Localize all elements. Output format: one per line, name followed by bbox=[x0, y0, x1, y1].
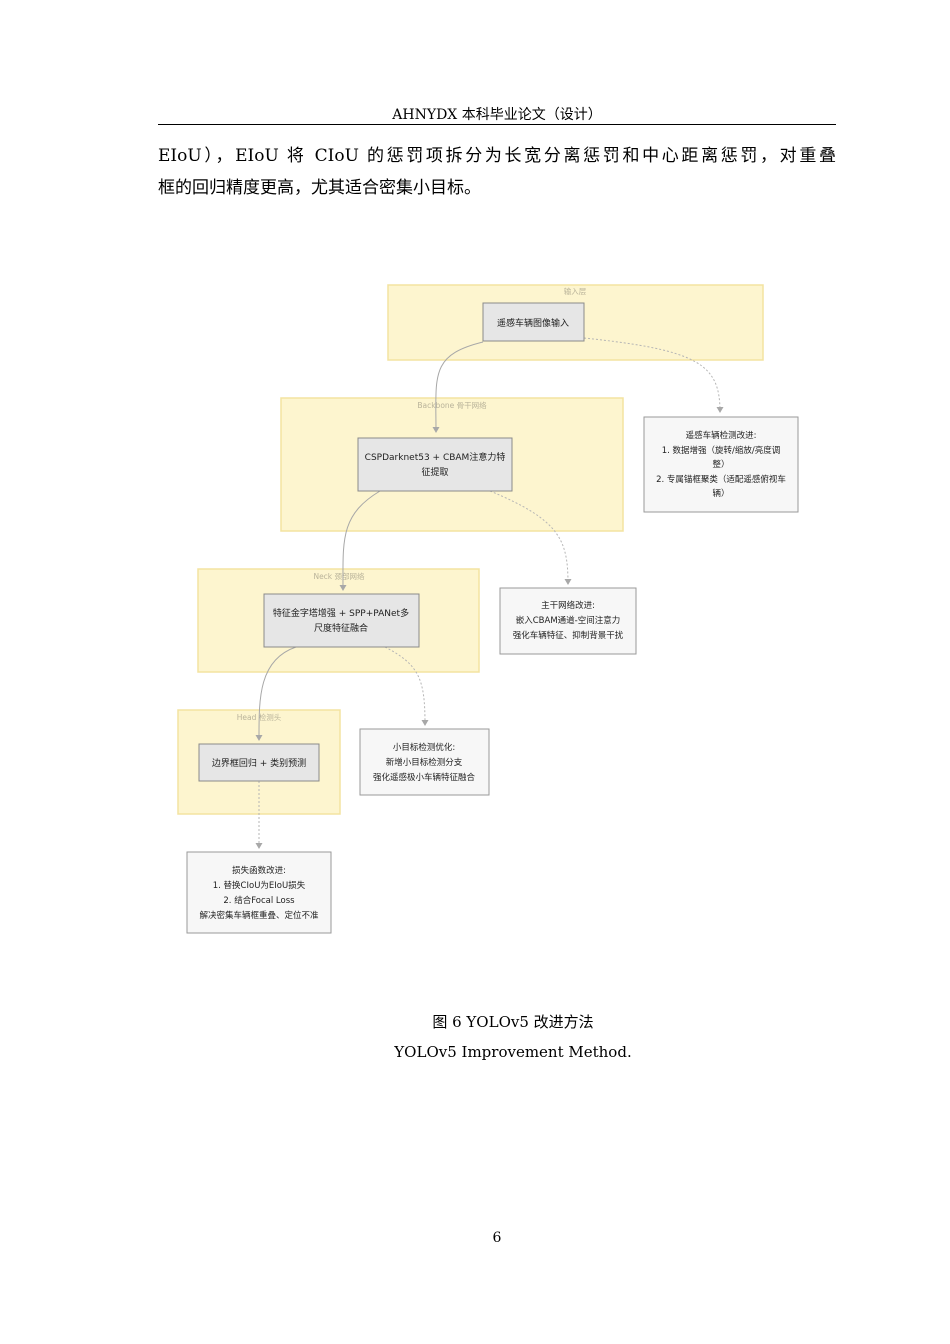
annotation-line: 整） bbox=[712, 459, 729, 470]
figure-caption-cn: 图 6 YOLOv5 改进方法 bbox=[432, 1013, 594, 1031]
annotation-loss-function: 损失函数改进: 1. 替换CIoU为EIoU损失 2. 结合Focal Loss… bbox=[186, 851, 332, 934]
node-label: CSPDarknet53 + CBAM注意力特 bbox=[365, 451, 506, 463]
annotation-line: 强化车辆特征、抑制背景干扰 bbox=[513, 630, 624, 641]
node-image-input: 遥感车辆图像输入 bbox=[482, 302, 585, 342]
annotation-line: 辆） bbox=[712, 488, 729, 499]
node-label: 边界框回归 + 类别预测 bbox=[212, 757, 306, 769]
annotation-backbone-improvement: 主干网络改进: 嵌入CBAM通道-空间注意力 强化车辆特征、抑制背景干扰 bbox=[499, 587, 637, 655]
annotation-line: 1. 替换CIoU为EIoU损失 bbox=[213, 880, 306, 891]
node-label: 遥感车辆图像输入 bbox=[497, 317, 569, 329]
page-number: 6 bbox=[492, 1230, 502, 1246]
header-rule bbox=[158, 124, 836, 125]
annotation-detection-improvement: 遥感车辆检测改进: 1. 数据增强（旋转/缩放/亮度调 整） 2. 专属锚框聚类… bbox=[643, 416, 799, 513]
annotation-line: 强化遥感极小车辆特征融合 bbox=[373, 772, 476, 783]
annotation-line: 嵌入CBAM通道-空间注意力 bbox=[516, 615, 620, 626]
group-label: Neck 颈部网络 bbox=[313, 571, 365, 581]
edge-backbone-to-annot bbox=[489, 490, 572, 585]
group-label: Backbone 骨干网络 bbox=[417, 400, 487, 410]
node-label: 尺度特征融合 bbox=[314, 622, 368, 634]
body-text-line-2: 框的回归精度更高，尤其适合密集小目标。 bbox=[158, 178, 481, 198]
running-header: AHNYDX 本科毕业论文（设计） bbox=[392, 107, 602, 123]
node-label: 征提取 bbox=[421, 467, 448, 478]
node-neck: 特征金字塔增强 + SPP+PANet多 尺度特征融合 bbox=[263, 593, 420, 648]
node-head: 边界框回归 + 类别预测 bbox=[198, 743, 320, 782]
node-backbone: CSPDarknet53 + CBAM注意力特 征提取 bbox=[357, 437, 513, 492]
annotation-line: 2. 专属锚框聚类（适配遥感俯视车 bbox=[656, 474, 786, 485]
annotation-line: 损失函数改进: bbox=[232, 865, 286, 876]
edge-input-to-backbone bbox=[432, 341, 484, 433]
annotation-line: 主干网络改进: bbox=[541, 600, 595, 611]
group-label: 输入层 bbox=[564, 286, 587, 296]
annotation-line: 2. 结合Focal Loss bbox=[223, 895, 295, 906]
body-text-line-1: EIoU），EIoU 将 CIoU 的惩罚项拆分为长宽分离惩罚和中心距离惩罚，对… bbox=[158, 146, 836, 166]
annotation-line: 解决密集车辆框重叠、定位不准 bbox=[199, 910, 319, 921]
annotation-small-target: 小目标检测优化: 新增小目标检测分支 强化遥感极小车辆特征融合 bbox=[359, 728, 490, 796]
edge-neck-to-head bbox=[255, 646, 297, 741]
annotation-line: 新增小目标检测分支 bbox=[386, 757, 463, 768]
node-label: 特征金字塔增强 + SPP+PANet多 bbox=[273, 607, 409, 619]
annotation-line: 1. 数据增强（旋转/缩放/亮度调 bbox=[662, 445, 781, 456]
edge-backbone-to-neck bbox=[339, 490, 381, 591]
edge-input-to-detect-annot bbox=[583, 337, 724, 413]
figure-caption-en: YOLOv5 Improvement Method. bbox=[394, 1043, 632, 1061]
edge-neck-to-small-target-annot bbox=[384, 646, 429, 726]
annotation-line: 遥感车辆检测改进: bbox=[686, 430, 757, 441]
annotation-line: 小目标检测优化: bbox=[393, 742, 455, 753]
